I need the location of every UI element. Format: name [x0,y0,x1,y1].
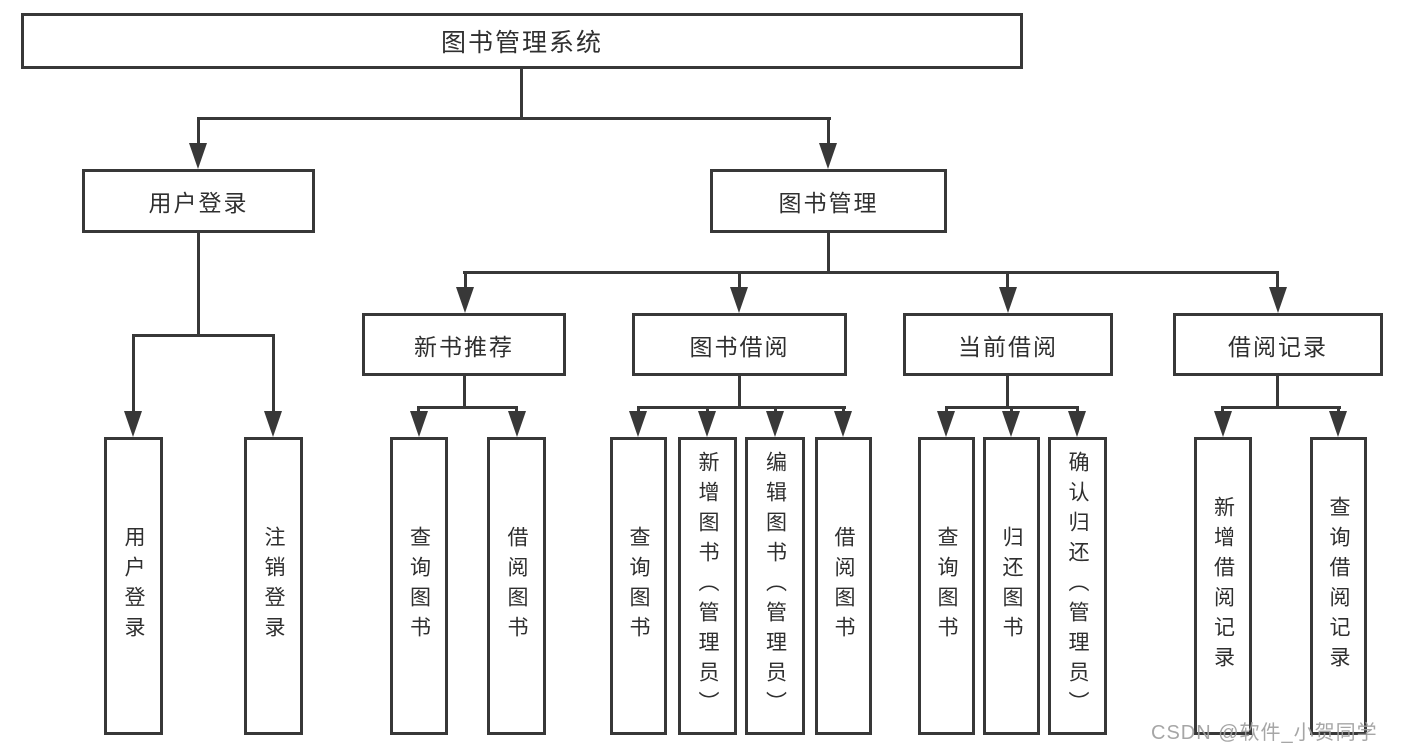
connector-line [520,68,523,120]
connector-line [1010,406,1013,414]
node-leaf-borrow-books-borrowing-label: 借阅图书 [832,526,856,646]
node-leaf-query-books-current-label: 查询图书 [935,526,959,646]
connector-line [417,406,518,409]
node-user-login-label: 用户登录 [148,190,249,216]
node-new-book-recommend-label: 新书推荐 [414,333,514,360]
connector-line [1076,406,1079,414]
connector-line [1276,376,1279,408]
connector-line [1006,376,1009,408]
node-leaf-query-borrow-record: 查询借阅记录 [1310,437,1367,735]
connector-arrowhead [1269,287,1287,313]
connector-line [827,233,830,274]
connector-line [774,406,777,414]
connector-line [1337,406,1340,414]
connector-arrowhead [1214,411,1232,437]
connector-arrowhead [937,411,955,437]
connector-arrowhead [1002,411,1020,437]
connector-line [515,406,518,414]
connector-line [827,117,830,145]
node-leaf-logout: 注销登录 [244,437,303,735]
connector-line [945,406,948,414]
node-leaf-confirm-return-admin-label: 确认归还（管理员） [1066,451,1090,721]
node-leaf-edit-books-admin-label: 编辑图书（管理员） [763,451,787,721]
node-leaf-logout-label: 注销登录 [262,526,286,646]
connector-arrowhead [698,411,716,437]
connector-line [463,376,466,408]
connector-arrowhead [456,287,474,313]
node-leaf-add-borrow-record-label: 新增借阅记录 [1211,496,1235,676]
connector-line [706,406,709,414]
connector-arrowhead [264,411,282,437]
connector-line [1276,271,1279,289]
node-leaf-query-books-borrowing-label: 查询图书 [627,526,651,646]
node-book-borrowing-label: 图书借阅 [689,333,790,360]
node-root: 图书管理系统 [21,13,1023,69]
node-leaf-add-borrow-record: 新增借阅记录 [1194,437,1252,735]
node-new-book-recommend: 新书推荐 [362,313,566,376]
connector-line [197,233,200,337]
node-book-management: 图书管理 [710,169,947,233]
node-leaf-query-books-recommend-label: 查询图书 [407,526,431,646]
connector-arrowhead [834,411,852,437]
connector-line [464,271,467,289]
connector-arrowhead [1329,411,1347,437]
connector-line [637,406,640,414]
node-borrowing-records: 借阅记录 [1173,313,1383,376]
node-borrowing-records-label: 借阅记录 [1228,333,1328,360]
connector-line [272,334,275,413]
node-leaf-return-books: 归还图书 [983,437,1040,735]
connector-arrowhead [819,143,837,169]
connector-line [463,271,1279,274]
node-leaf-borrow-books-borrowing: 借阅图书 [815,437,872,735]
node-leaf-return-books-label: 归还图书 [1000,526,1024,646]
node-leaf-query-borrow-record-label: 查询借阅记录 [1327,496,1351,676]
node-leaf-user-login: 用户登录 [104,437,163,735]
connector-line [132,334,275,337]
connector-line [132,334,135,413]
node-current-borrowing: 当前借阅 [903,313,1113,376]
connector-arrowhead [124,411,142,437]
node-leaf-add-books-admin-label: 新增图书（管理员） [696,451,720,721]
connector-line [197,117,831,120]
connector-line [738,376,741,408]
node-leaf-query-books-current: 查询图书 [918,437,975,735]
node-leaf-user-login-label: 用户登录 [122,526,146,646]
connector-line [738,271,741,289]
connector-line [1006,271,1009,289]
connector-arrowhead [508,411,526,437]
connector-arrowhead [999,287,1017,313]
connector-arrowhead [629,411,647,437]
node-book-borrowing: 图书借阅 [632,313,847,376]
connector-line [417,406,420,414]
node-current-borrowing-label: 当前借阅 [958,333,1058,360]
node-root-label: 图书管理系统 [440,29,603,57]
connector-line [1221,406,1224,414]
node-leaf-query-books-borrowing: 查询图书 [610,437,667,735]
connector-line [842,406,845,414]
node-leaf-borrow-books-recommend-label: 借阅图书 [505,526,529,646]
connector-arrowhead [410,411,428,437]
node-leaf-borrow-books-recommend: 借阅图书 [487,437,546,735]
node-leaf-query-books-recommend: 查询图书 [390,437,448,735]
connector-line [197,117,200,145]
connector-arrowhead [766,411,784,437]
connector-line [637,406,846,409]
connector-line [1221,406,1341,409]
node-user-login: 用户登录 [82,169,315,233]
connector-arrowhead [730,287,748,313]
watermark: CSDN @软件_小贺同学 [1151,722,1378,744]
node-book-management-label: 图书管理 [778,190,879,216]
node-leaf-add-books-admin: 新增图书（管理员） [678,437,737,735]
connector-arrowhead [189,143,207,169]
node-leaf-edit-books-admin: 编辑图书（管理员） [745,437,805,735]
connector-arrowhead [1068,411,1086,437]
node-leaf-confirm-return-admin: 确认归还（管理员） [1048,437,1107,735]
